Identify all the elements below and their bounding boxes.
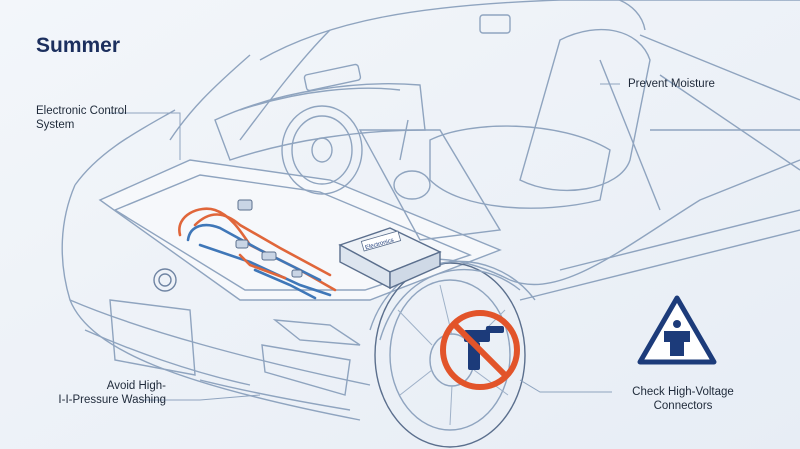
electronics-module: Electronics [338, 227, 442, 290]
callout-text: Check High-Voltage Connectors [632, 386, 734, 412]
cable-connectors [235, 199, 303, 278]
prohibited-washing-icon [440, 310, 520, 390]
callout-check-high-voltage-connectors: Check High-Voltage Connectors [618, 385, 748, 413]
warning-triangle-icon [637, 295, 717, 365]
callout-text: Electronic Control System [36, 105, 127, 131]
callout-prevent-moisture: Prevent Moisture [628, 77, 768, 91]
callout-text: Avoid High- I-I-Pressure Washing [58, 380, 166, 406]
callout-electronic-control-system: Electronic Control System [36, 104, 156, 132]
page-title: Summer [36, 34, 121, 57]
callout-avoid-high-pressure-washing: Avoid High- I-I-Pressure Washing [36, 379, 166, 407]
brand-emblem-icon [153, 268, 177, 292]
callout-text: Prevent Moisture [628, 78, 715, 90]
callout-leaders [108, 83, 620, 401]
high-voltage-cables [178, 207, 337, 300]
